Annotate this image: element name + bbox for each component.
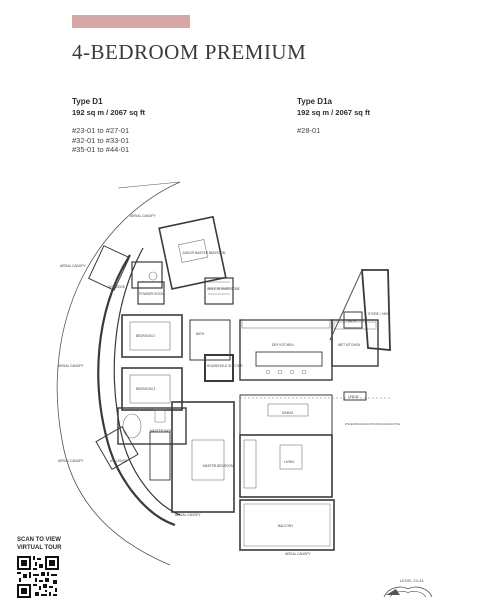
scan-line-2: VIRTUAL TOUR bbox=[17, 544, 62, 551]
dry-kitchen bbox=[239, 319, 333, 381]
label-dining: DINING bbox=[282, 411, 294, 415]
bedroom-3 bbox=[121, 367, 183, 411]
label-powder-room: POWDER ROOM bbox=[139, 292, 164, 296]
type-d1a-block: Type D1a 192 sq m / 2067 sq ft #28-01 bbox=[297, 97, 370, 136]
label-dry-kitchen: DRY KITCHEN bbox=[272, 343, 294, 347]
type-area: 192 sq m / 2067 sq ft bbox=[72, 108, 145, 117]
type-name: Type D1 bbox=[72, 97, 103, 106]
type-name: Type D1a bbox=[297, 97, 332, 106]
unit-highlight bbox=[386, 589, 400, 595]
virtual-tour-caption: SCAN TO VIEW VIRTUAL TOUR bbox=[17, 537, 61, 552]
living bbox=[239, 434, 333, 498]
label-bedroom-2: BEDROOM 2 bbox=[136, 334, 155, 338]
label-junior-master-bedroom: JUNIOR MASTER BEDROOM bbox=[182, 251, 226, 255]
master-bedroom bbox=[171, 401, 235, 513]
label-bath: BATH bbox=[348, 319, 357, 323]
store-yard bbox=[361, 269, 391, 351]
key-plan bbox=[383, 586, 433, 598]
label-ceiling-note: DOTTED LINE DENOTES HIGH CEILING AREA FO… bbox=[345, 422, 400, 426]
bedroom-2 bbox=[121, 314, 183, 358]
label-ac-ledge: A/C LEDGE bbox=[108, 285, 125, 289]
label-aerial-canopy: AERIAL CANOPY bbox=[58, 459, 84, 463]
unit-list: #23-01 to #27-01 #32-01 to #33-01 #35-01… bbox=[72, 126, 145, 155]
label-balcony: BALCONY bbox=[278, 524, 294, 528]
wet-kitchen bbox=[331, 319, 379, 367]
junior-master-bedroom bbox=[158, 215, 227, 290]
facade-wall bbox=[97, 254, 176, 527]
page-title: 4-BEDROOM PREMIUM bbox=[72, 40, 307, 64]
qr-code-icon[interactable] bbox=[17, 556, 59, 598]
label-master-bedroom: MASTER BEDROOM bbox=[203, 464, 234, 468]
label-master-bath: MASTER BATH bbox=[150, 429, 173, 433]
label-living: LIVING bbox=[284, 460, 295, 464]
scan-line-1: SCAN TO VIEW bbox=[17, 537, 61, 543]
master-bath bbox=[117, 407, 187, 445]
label-store-yard: STORE / YARD bbox=[368, 312, 391, 316]
ledge bbox=[343, 391, 367, 401]
wardrobe bbox=[204, 277, 234, 305]
kitchen-island bbox=[255, 351, 323, 367]
household-shelter bbox=[204, 354, 234, 382]
keyplan-level-label: LEVEL 23-44 bbox=[400, 578, 424, 583]
accent-bar bbox=[72, 15, 190, 28]
label-walk-in-wardrobe: WALK-IN WARDROBE bbox=[207, 287, 240, 291]
label-household-shelter: HOUSEHOLD SHELTER bbox=[207, 364, 243, 368]
type-area: 192 sq m / 2067 sq ft bbox=[297, 108, 370, 117]
type-d1-block: Type D1 192 sq m / 2067 sq ft #23-01 to … bbox=[72, 97, 145, 155]
unit-range: #35-01 to #44-01 bbox=[72, 145, 130, 154]
unit-list: #28-01 bbox=[297, 126, 370, 136]
aerial-canopy-outline bbox=[56, 181, 181, 566]
unit-range: #23-01 to #27-01 bbox=[72, 126, 130, 135]
label-aerial-canopy: AERIAL CANOPY bbox=[60, 264, 86, 268]
label-aerial-canopy: AERIAL CANOPY bbox=[130, 214, 156, 218]
label-aerial-canopy: AERIAL CANOPY bbox=[58, 364, 84, 368]
label-aerial-canopy: AERIAL CANOPY bbox=[175, 513, 201, 517]
label-bedroom-3: BEDROOM 3 bbox=[136, 387, 155, 391]
label-aerial-canopy: AERIAL CANOPY bbox=[285, 552, 311, 556]
floor-plan: AERIAL CANOPY AERIAL CANOPY AERIAL CANOP… bbox=[56, 181, 400, 566]
dining bbox=[239, 394, 333, 436]
balcony bbox=[239, 499, 335, 551]
label-wet-kitchen: WET KITCHEN bbox=[338, 343, 361, 347]
label-ledge: LEDGE bbox=[348, 395, 359, 399]
label-bath: BATH bbox=[196, 332, 205, 336]
unit-range: #28-01 bbox=[297, 126, 321, 135]
label-ac-ledge: A/C LEDGE bbox=[110, 459, 127, 463]
unit-range: #32-01 to #33-01 bbox=[72, 135, 130, 145]
